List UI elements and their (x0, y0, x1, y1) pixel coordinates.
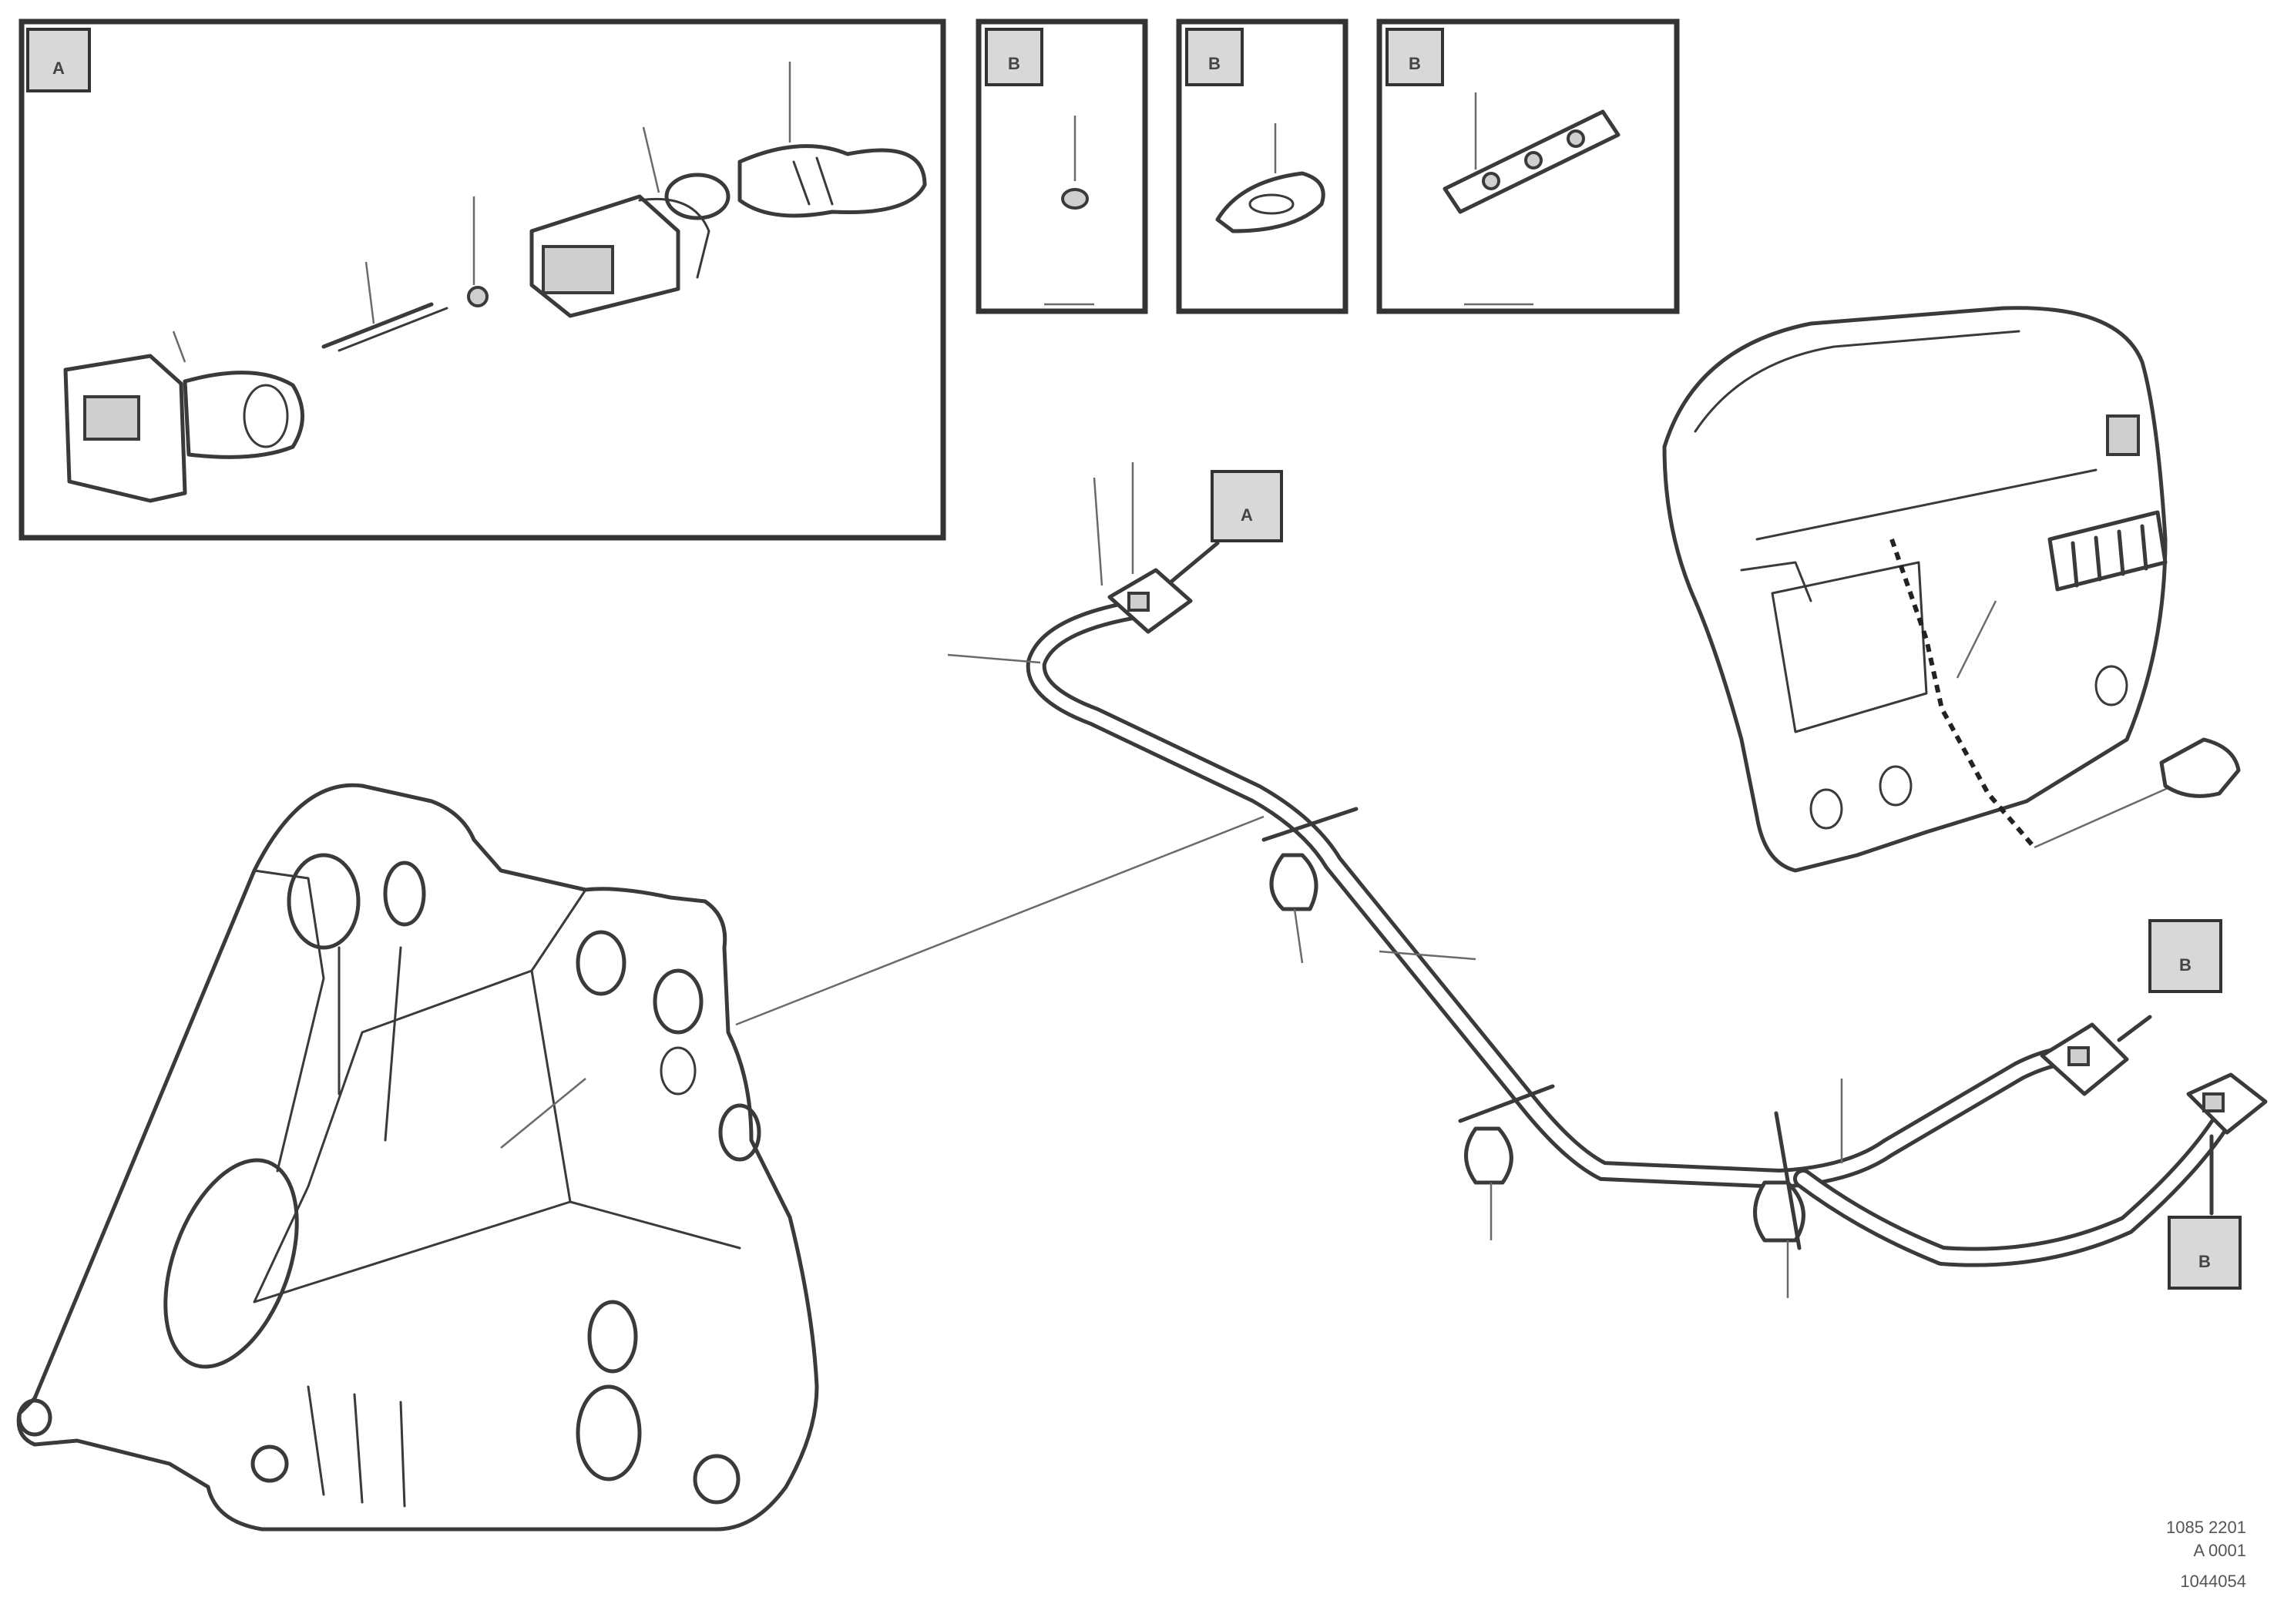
detail-box-a: A (18, 18, 946, 541)
detail-b3-letter: B (1409, 54, 1421, 73)
detail-box-b3: B (1376, 18, 1680, 314)
callout-b-lower-letter: B (2198, 1252, 2211, 1271)
dashboard-panel (1662, 306, 2241, 873)
doc-ref-line3: 1044054 (2180, 1572, 2246, 1591)
detail-b3-tag: B (1385, 28, 1444, 86)
doc-ref-line2: A 0001 (2193, 1541, 2246, 1560)
detail-b1-tag: B (985, 28, 1043, 86)
detail-a-letter: A (52, 59, 65, 78)
callout-b-lower: B (2168, 1216, 2242, 1290)
plug-body (529, 194, 710, 318)
callout-b-upper-letter: B (2179, 955, 2192, 975)
harness-leaders (947, 462, 2214, 1298)
doc-ref-line1: 1085 2201 (2166, 1518, 2246, 1537)
callout-b-upper: B (2148, 919, 2222, 993)
callout-a-letter: A (1241, 505, 1253, 525)
clip-1 (1261, 807, 1359, 911)
detail-box-b1: B (976, 18, 1148, 314)
clip-2 (1458, 1084, 1555, 1185)
boot (737, 144, 927, 218)
clip-3 (1753, 1111, 1805, 1250)
document-reference: 1085 2201 A 0001 1044054 (2166, 1518, 2246, 1591)
frame-leader (735, 815, 1265, 1026)
detail-box-b2: B (1176, 18, 1349, 314)
cable-harness (1026, 568, 2268, 1267)
callout-a: A (1211, 470, 1283, 542)
connector-housing (63, 354, 304, 503)
detail-a-leaders (172, 62, 791, 363)
frame-leader-2 (500, 1078, 586, 1149)
connector-pins (321, 286, 489, 352)
detail-a-tag: A (26, 28, 91, 92)
detail-b2-letter: B (1208, 54, 1221, 73)
detail-b2-tag: B (1185, 28, 1244, 86)
loader-frame (16, 783, 819, 1532)
detail-b1-letter: B (1008, 54, 1020, 73)
